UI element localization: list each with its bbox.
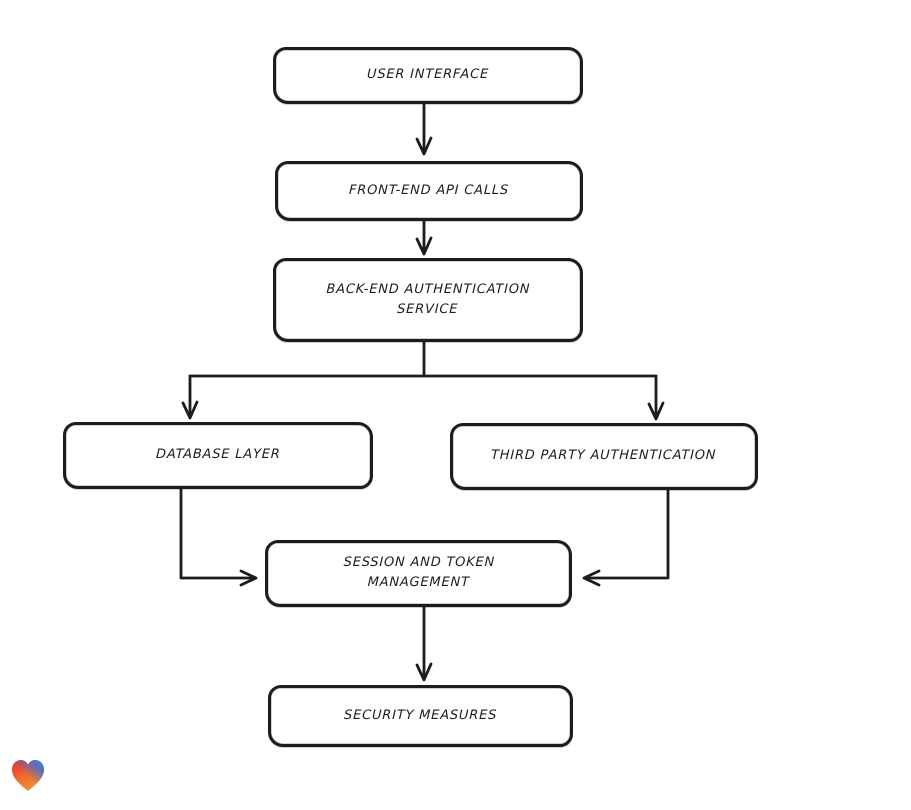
node-label: THIRD PARTY AUTHENTICATION [491,448,717,464]
node-database-layer: DATABASE LAYER [63,422,373,489]
gradient-heart-icon [9,757,47,795]
edge-frontend-to-backend [415,219,433,256]
node-back-end-authentication-service: BACK-END AUTHENTICATION SERVICE [273,258,583,342]
edge-ui-to-frontend [415,102,433,156]
edge-backend-branch [181,340,665,421]
node-label: DATABASE LAYER [155,447,281,463]
node-session-and-token-management: SESSION AND TOKEN MANAGEMENT [265,540,572,607]
node-third-party-authentication: THIRD PARTY AUTHENTICATION [450,423,758,490]
edge-thirdparty-to-session [582,488,670,587]
node-label: FRONT-END API CALLS [348,182,510,198]
node-label: SESSION AND TOKEN MANAGEMENT [342,555,495,591]
node-front-end-api-calls: FRONT-END API CALLS [275,161,583,221]
edge-session-to-security [415,605,433,682]
node-user-interface: USER INTERFACE [273,47,583,104]
node-security-measures: SECURITY MEASURES [268,685,573,747]
node-label: BACK-END AUTHENTICATION SERVICE [326,281,531,317]
node-label: USER INTERFACE [366,67,490,83]
node-label: SECURITY MEASURES [343,707,498,723]
edge-database-to-session [179,487,258,587]
